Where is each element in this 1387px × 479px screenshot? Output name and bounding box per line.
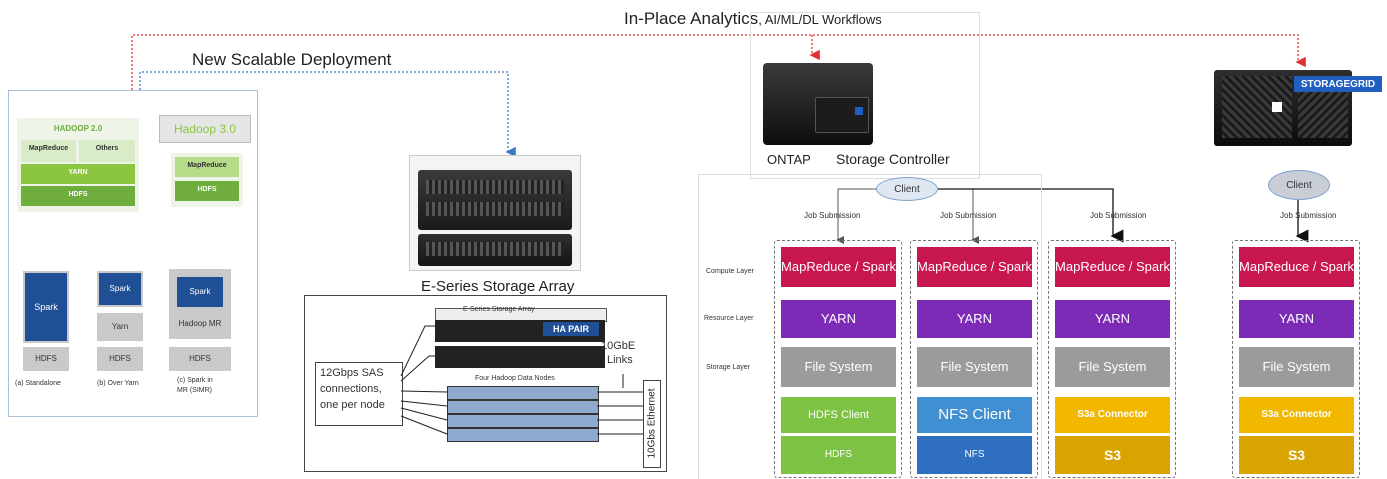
job-line-1 xyxy=(836,188,876,244)
yarn-box-3: YARN xyxy=(1055,300,1170,338)
job-line-3 xyxy=(938,188,1124,243)
ontap-frame xyxy=(750,12,980,179)
ontap-brand: ONTAP xyxy=(767,152,811,167)
fs-box-1: File System xyxy=(781,347,896,387)
compute-box-2: MapReduce / Spark xyxy=(917,247,1032,287)
hdfs-box: HDFS xyxy=(21,186,135,206)
fs-box-2: File System xyxy=(917,347,1032,387)
nodes-label: Four Hadoop Data Nodes xyxy=(475,375,555,382)
caption-simr-2: MR (SIMR) xyxy=(177,387,212,394)
storage-controller-label: Storage Controller xyxy=(836,151,950,167)
others-box: Others xyxy=(79,140,135,162)
links-label-1: 10GbE xyxy=(601,340,636,352)
compute-box-3: MapReduce / Spark xyxy=(1055,247,1170,287)
storage-layer-label: Storage Layer xyxy=(706,364,750,371)
mapreduce-box: MapReduce xyxy=(21,140,76,162)
yarn-box-1: YARN xyxy=(781,300,896,338)
yarn-box-b: Yarn xyxy=(97,313,143,341)
hadoop3-title-box: Hadoop 3.0 xyxy=(159,115,251,143)
ha-controller-2 xyxy=(435,346,605,368)
eseries-diagram: E-Series Storage Array HA PAIR Four Hado… xyxy=(304,295,667,472)
ha-pair-badge: HA PAIR xyxy=(543,322,599,336)
links-label-2: Links xyxy=(607,354,633,366)
store-box-1: HDFS xyxy=(781,436,896,474)
compute-layer-label: Compute Layer xyxy=(706,268,754,275)
sas-label-box: 12Gbps SAS connections, one per node xyxy=(315,362,403,426)
storagegrid-badge: STORAGEGRID xyxy=(1294,76,1382,92)
hadoop-panel: HADOOP 2.0 MapReduce Others YARN HDFS Ha… xyxy=(8,90,258,417)
caption-over-yarn: (b) Over Yarn xyxy=(97,380,139,387)
storagegrid-photo xyxy=(1214,70,1352,146)
client-box-2: NFS Client xyxy=(917,397,1032,433)
fs-box-sg: File System xyxy=(1239,347,1354,387)
compute-box-1: MapReduce / Spark xyxy=(781,247,896,287)
eseries-chassis-top xyxy=(418,170,572,230)
caption-simr-1: (c) Spark in xyxy=(177,377,213,384)
eseries-title: E-Series Storage Array xyxy=(421,278,575,295)
store-box-3: S3 xyxy=(1055,436,1170,474)
data-nodes xyxy=(447,386,599,444)
client-box-sg: S3a Connector xyxy=(1239,397,1354,433)
compute-box-sg: MapReduce / Spark xyxy=(1239,247,1354,287)
hadoop2-title: HADOOP 2.0 xyxy=(53,124,103,133)
store-box-sg: S3 xyxy=(1239,436,1354,474)
red-dotted-line xyxy=(131,34,1306,90)
job-submission-2: Job Submission xyxy=(940,211,997,220)
store-box-2: NFS xyxy=(917,436,1032,474)
caption-standalone: (a) Standalone xyxy=(15,380,61,387)
ontap-client: Client xyxy=(876,177,938,201)
ontap-controller-photo xyxy=(763,63,873,145)
spark-standalone: Spark xyxy=(23,271,69,343)
blue-dotted-line xyxy=(139,71,516,158)
ontap-panel xyxy=(698,174,1042,479)
job-submission-1: Job Submission xyxy=(804,211,861,220)
sas-cables xyxy=(400,325,643,435)
spark-simr: Spark xyxy=(177,277,223,307)
hadoop2-block: HADOOP 2.0 MapReduce Others YARN HDFS xyxy=(17,118,139,212)
spark-over-yarn: Spark xyxy=(97,271,143,307)
in-place-label: In-Place Analytics, AI/ML/DL Workflows xyxy=(624,9,882,28)
job-submission-sg: Job Submission xyxy=(1280,211,1337,220)
new-scalable-label: New Scalable Deployment xyxy=(192,50,392,69)
fs-box-3: File System xyxy=(1055,347,1170,387)
yarn-box-sg: YARN xyxy=(1239,300,1354,338)
hadoop-mr-box: Spark Hadoop MR xyxy=(169,269,231,339)
yarn-box: YARN xyxy=(21,164,135,184)
hdfs-over-yarn: HDFS xyxy=(97,347,143,371)
eseries-diagram-title: E-Series Storage Array xyxy=(463,306,535,313)
eseries-chassis-bottom xyxy=(418,234,572,266)
hadoop-mr-label: Hadoop MR xyxy=(178,319,222,328)
hdfs-simr: HDFS xyxy=(169,347,231,371)
client-box-1: HDFS Client xyxy=(781,397,896,433)
ethernet-box: 10Gbs Ethernet xyxy=(643,380,661,468)
client-box-3: S3a Connector xyxy=(1055,397,1170,433)
yarn-box-2: YARN xyxy=(917,300,1032,338)
eseries-photo xyxy=(409,155,581,271)
resource-layer-label: Resource Layer xyxy=(704,315,754,322)
storagegrid-client: Client xyxy=(1268,170,1330,200)
hadoop3-block: MapReduce HDFS xyxy=(171,153,243,207)
job-submission-3: Job Submission xyxy=(1090,211,1147,220)
hdfs-standalone: HDFS xyxy=(23,347,69,371)
